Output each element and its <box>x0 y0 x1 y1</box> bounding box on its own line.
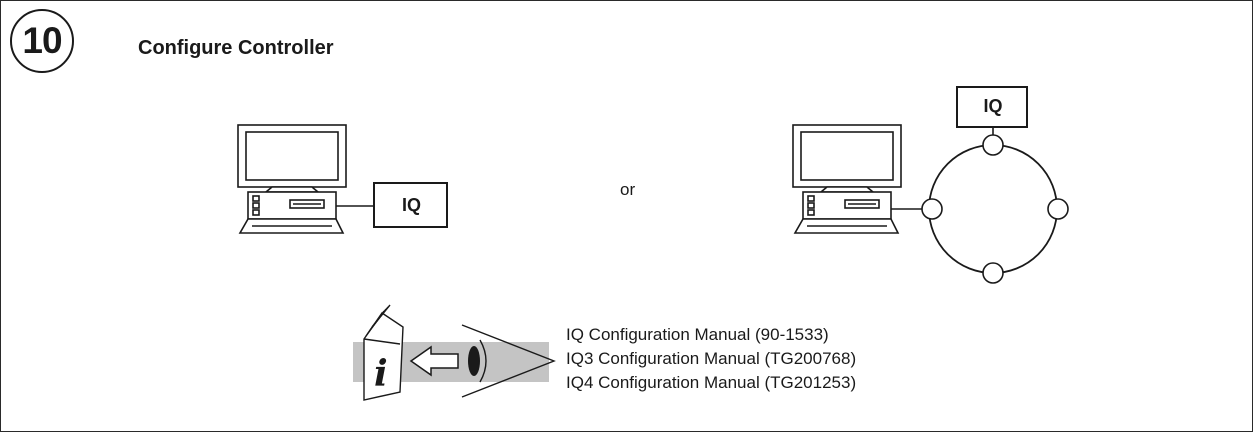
arrow-left-icon <box>409 345 459 377</box>
reference-item: IQ Configuration Manual (90-1533) <box>566 325 829 344</box>
iq-controller-box-right <box>956 86 1028 128</box>
step-number: 10 <box>22 20 62 61</box>
ring-node-bottom <box>982 262 1004 284</box>
or-separator: or <box>620 180 636 199</box>
ring-node-right <box>1047 198 1069 220</box>
ring-node-left <box>921 198 943 220</box>
reference-list: IQ Configuration Manual (90-1533) IQ3 Co… <box>566 323 856 395</box>
step-number-badge: 10 <box>10 9 74 73</box>
computer-left-icon <box>237 124 347 234</box>
manual-book-icon: i <box>363 304 404 401</box>
eye-icon <box>461 324 556 398</box>
iq-label-right: IQ <box>983 96 1003 116</box>
network-ring <box>928 144 1058 274</box>
reference-item: IQ4 Configuration Manual (TG201253) <box>566 373 857 392</box>
svg-text:i: i <box>374 353 388 395</box>
info-manual-icon: i <box>353 304 556 401</box>
ring-node-top <box>982 134 1004 156</box>
page-title: Configure Controller <box>138 37 334 59</box>
reference-item: IQ3 Configuration Manual (TG200768) <box>566 349 857 368</box>
iq-controller-box-left <box>373 182 448 228</box>
computer-right-icon <box>792 124 902 234</box>
iq-label-left: IQ <box>401 195 421 215</box>
